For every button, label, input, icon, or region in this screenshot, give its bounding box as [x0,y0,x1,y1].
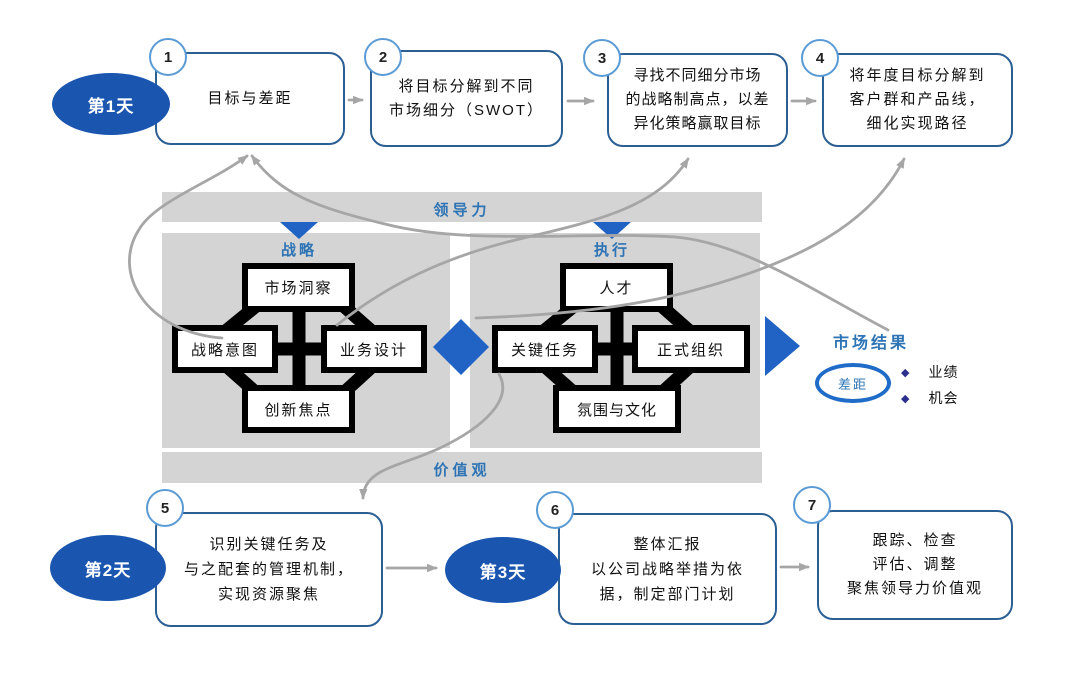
flow-box-2-line1: 将目标分解到不同 [398,77,535,95]
step-number-5: 5 [146,489,184,527]
diamond-bullet-icon: ◆ [901,366,911,379]
day-1-label: 第1天 [87,96,135,116]
formal-organization-label: 正式组织 [656,341,725,359]
step-number-6: 6 [536,491,574,529]
atmosphere-culture-label: 氛围与文化 [576,401,657,419]
step-number-4-label: 4 [815,49,825,67]
day-2-label: 第2天 [84,560,132,580]
market-results-label: 市场结果 [833,335,910,352]
flow-box-2: 将目标分解到不同 市场细分（SWOT） [370,50,563,147]
model-box-strategic-intent: 战略意图 [172,325,278,373]
step-number-2: 2 [364,38,402,76]
model-box-talent: 人才 [560,263,673,312]
day-3-label: 第3天 [479,562,527,582]
step-number-7-label: 7 [807,496,817,514]
step-number-1: 1 [149,38,187,76]
flow-box-3-line3: 异化策略赢取目标 [633,115,762,132]
flow-box-2-line2: 市场细分（SWOT） [389,101,544,119]
flow-box-4-line1: 将年度目标分解到 [849,67,986,84]
talent-label: 人才 [599,280,634,297]
model-box-business-design: 业务设计 [321,325,427,373]
day-3-ellipse: 第3天 [445,537,561,603]
bullet-opportunity: ◆ 机会 [901,388,958,408]
step-number-6-label: 6 [550,501,560,519]
step-number-7: 7 [793,486,831,524]
diamond-bullet-icon: ◆ [901,392,911,405]
flow-box-3-line1: 寻找不同细分市场 [633,67,762,84]
gap-label: 差距 [837,376,868,392]
gap-ellipse: 差距 [815,363,891,403]
opportunity-label: 机会 [928,390,959,406]
model-box-key-tasks: 关键任务 [492,325,598,373]
right-arrow-result-icon [765,316,800,376]
flow-box-7-line1: 跟踪、检查 [872,532,958,549]
execution-label: 执行 [593,242,630,259]
flow-box-5: 识别关键任务及 与之配套的管理机制， 实现资源聚焦 [155,512,383,627]
flow-box-5-line2: 与之配套的管理机制， [183,561,354,578]
model-box-market-insight: 市场洞察 [242,263,355,312]
flow-box-6-line2: 以公司战略举措为依 [590,560,744,578]
flow-box-5-line1: 识别关键任务及 [209,536,329,553]
flow-box-7-line2: 评估、调整 [872,556,958,573]
flow-box-5-line3: 实现资源聚焦 [217,586,320,603]
bullet-performance: ◆ 业绩 [901,362,958,382]
model-box-formal-organization: 正式组织 [632,325,750,373]
step-number-3: 3 [583,39,621,77]
flow-box-4-line2: 客户群和产品线， [849,91,986,108]
flow-box-6-line3: 据，制定部门计划 [599,585,736,603]
values-label: 价值观 [433,462,491,479]
market-insight-label: 市场洞察 [264,280,333,297]
flow-box-7-line3: 聚焦领导力价值观 [846,580,983,597]
step-number-3-label: 3 [597,49,607,67]
flow-box-7: 跟踪、检查 评估、调整 聚焦领导力价值观 [817,510,1013,620]
flow-box-3: 寻找不同细分市场 的战略制高点，以差 异化策略赢取目标 [607,53,788,147]
step-number-2-label: 2 [378,48,388,66]
step-number-5-label: 5 [160,499,170,517]
key-tasks-label: 关键任务 [510,341,579,359]
model-box-innovation-focus: 创新焦点 [242,385,355,433]
day-2-ellipse: 第2天 [50,535,166,601]
leadership-label: 领导力 [433,202,491,219]
flow-box-4-line3: 细化实现路径 [866,115,969,132]
flow-box-6: 整体汇报 以公司战略举措为依 据，制定部门计划 [558,513,777,625]
performance-label: 业绩 [928,364,959,380]
flow-box-1-line1: 目标与差距 [207,89,293,107]
day-1-ellipse: 第1天 [52,73,170,135]
flow-box-1: 目标与差距 [155,52,345,145]
strategic-intent-label: 战略意图 [190,341,259,359]
flow-box-4: 将年度目标分解到 客户群和产品线， 细化实现路径 [822,53,1013,147]
step-number-4: 4 [801,39,839,77]
model-box-atmosphere-culture: 氛围与文化 [553,385,681,433]
flow-box-6-line1: 整体汇报 [633,535,702,553]
step-number-1-label: 1 [163,48,173,66]
strategy-label: 战略 [280,242,317,259]
innovation-focus-label: 创新焦点 [264,401,333,419]
business-design-label: 业务设计 [339,341,408,359]
flow-box-3-line2: 的战略制高点，以差 [625,91,770,108]
